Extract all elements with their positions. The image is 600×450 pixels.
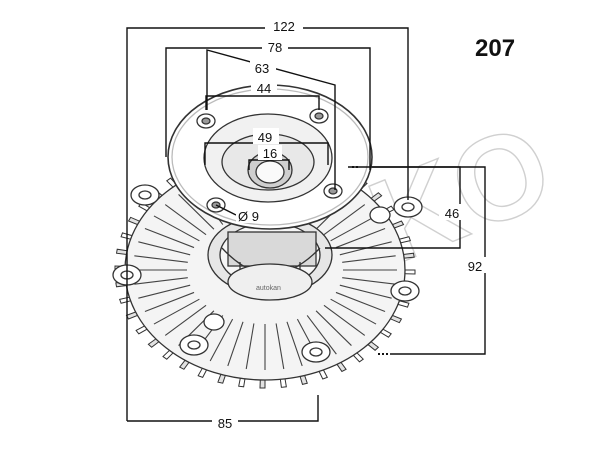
flange-bolt-holes: [196, 108, 343, 213]
cooling-fin-edge: [144, 227, 195, 249]
cooling-fin-edge: [306, 315, 337, 355]
cooling-fin-edge: [153, 215, 200, 242]
dim-78-label: 78: [268, 40, 282, 55]
cooling-fin-edge: [330, 298, 377, 325]
dimension-dots: [352, 166, 388, 355]
dim-85-line: [127, 395, 319, 422]
cooling-fin-edge: [144, 291, 195, 313]
dim-46-label: 46: [445, 206, 459, 221]
cooling-fin-edge: [153, 298, 200, 325]
dim-122-label: 122: [273, 19, 295, 34]
cooling-fin-edge: [134, 277, 188, 285]
image-watermark: autokan: [256, 285, 281, 292]
cooling-fin-edge: [178, 194, 215, 230]
cooling-fin-edge: [342, 255, 396, 263]
cooling-fin-edge: [138, 241, 191, 256]
cooling-fin-edge: [275, 323, 285, 370]
dim-85-label: 85: [218, 416, 232, 431]
cooling-fin-edge: [286, 321, 303, 367]
cooling-fin-edge: [227, 321, 244, 367]
cooling-fin-edge: [335, 227, 386, 249]
dim-63-label: 63: [255, 61, 269, 76]
dim-16-label: 16: [263, 146, 277, 161]
dim-9-label: Ø 9: [238, 209, 259, 224]
cooling-fin-edge: [209, 318, 234, 362]
housing-bosses: [112, 184, 423, 363]
dim-9-leader: [215, 204, 237, 216]
dim-92-label: 92: [468, 259, 482, 274]
cooling-fin-edge: [339, 284, 392, 299]
cooling-fin-edge: [315, 310, 352, 346]
cooling-fin-edge: [335, 291, 386, 313]
part-number: 207: [475, 35, 515, 62]
cooling-fin-edge: [330, 215, 377, 242]
dim-49-label: 49: [258, 130, 272, 145]
cooling-fin-edge: [245, 323, 255, 370]
cooling-fin-edge: [138, 284, 191, 299]
cooling-fin-edge: [164, 304, 207, 336]
cooling-fin-edge: [134, 255, 188, 263]
cooling-fin-edge: [323, 204, 366, 236]
dimension-labels: 122 78 63 44 49 16 Ø 9 46 92 85: [212, 18, 488, 431]
dim-44-line: [205, 95, 320, 110]
cooling-fin-edge: [342, 277, 396, 285]
cooling-fin-edge: [323, 304, 366, 336]
dim-44-label: 44: [257, 81, 271, 96]
cooling-fin-edge: [164, 204, 207, 236]
